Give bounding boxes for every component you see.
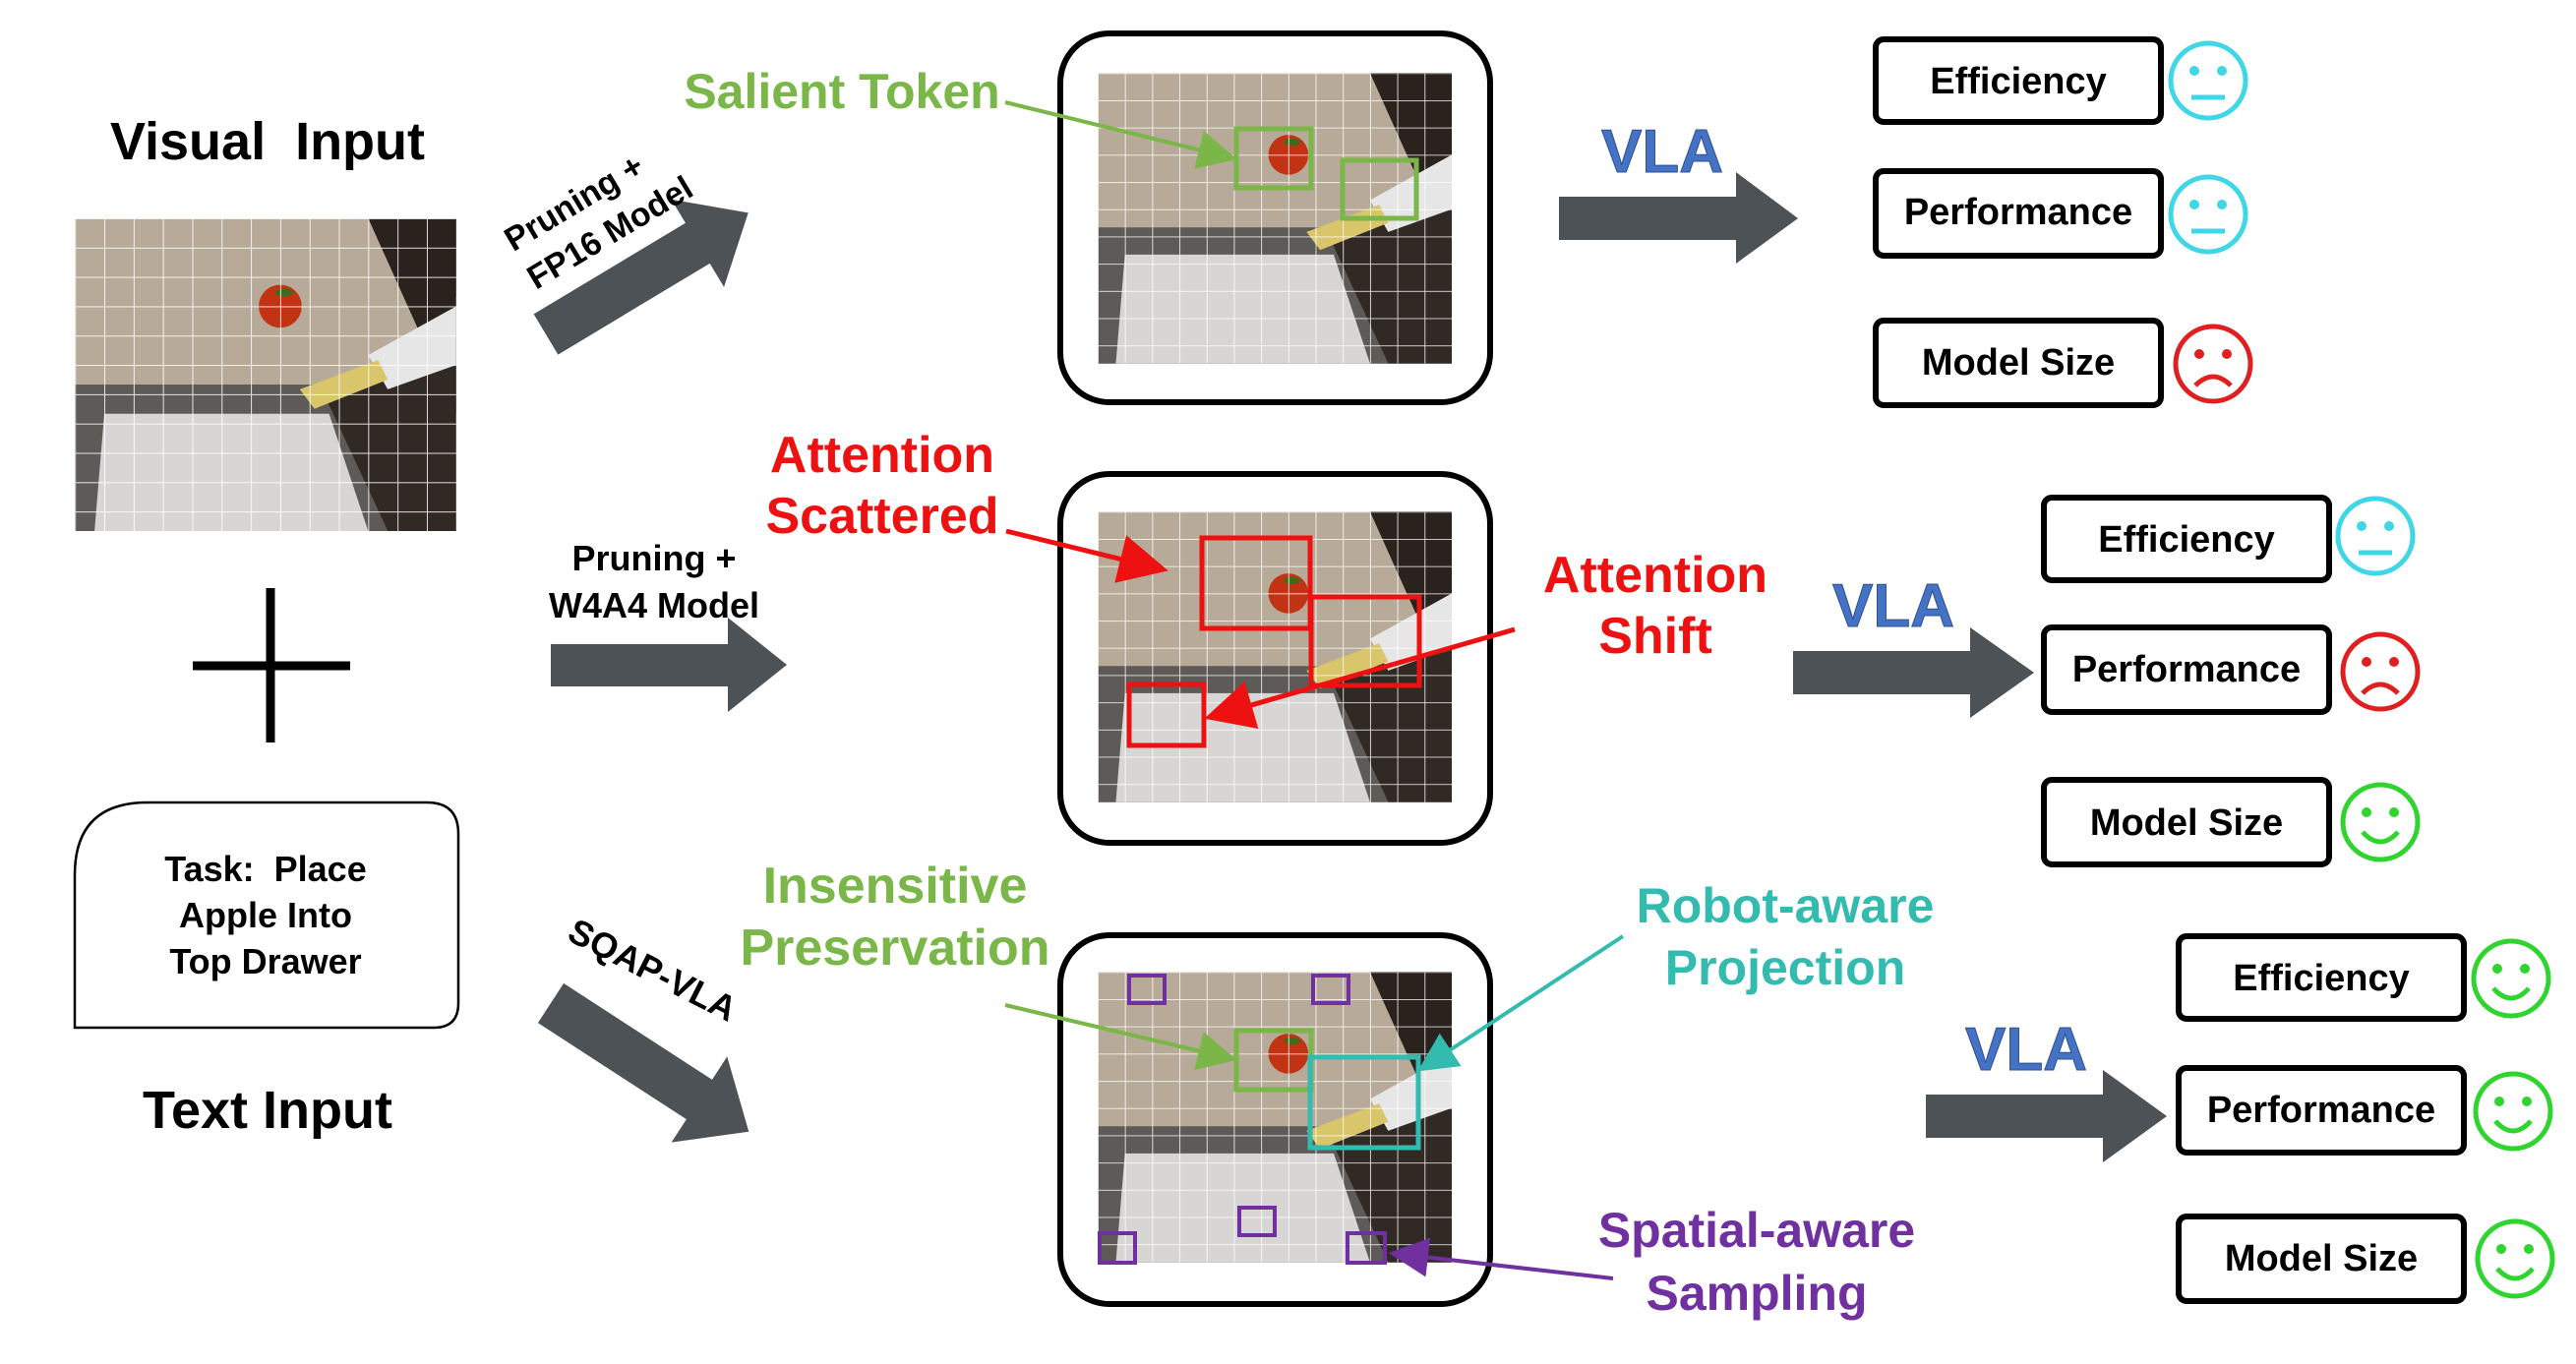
row1-method-arrow: [533, 199, 749, 355]
row1-model-size-box: [1873, 318, 2164, 408]
row1-salient-box-gripper: [1340, 157, 1419, 221]
row1-vla-arrow: [1559, 172, 1798, 264]
row2-attention-box-drawer: [1126, 682, 1207, 748]
row3-efficiency-label: Efficiency: [2233, 958, 2410, 999]
row3-robot-box-gripper: [1307, 1054, 1421, 1151]
row1-performance-box: [1873, 168, 2164, 259]
attention-scattered-line-1: Attention: [770, 427, 994, 484]
attention-scattered-pointer: [1005, 528, 1168, 583]
row2-vla-label: VLA: [1832, 572, 1954, 640]
row2-model-size-label: Model Size: [2090, 802, 2283, 844]
row2-method-arrow: [551, 618, 787, 712]
visual-input-label: Visual Input: [110, 112, 425, 171]
row1-efficiency-neutral-face-icon: [2168, 40, 2248, 121]
row3-vla-arrow: [1926, 1070, 2167, 1162]
row2-model-size-happy-face-icon: [2340, 782, 2421, 862]
row3-sample-box-2: [1311, 974, 1350, 1005]
attention-shift-line-2: Shift: [1598, 608, 1712, 665]
row3-efficiency-happy-face-icon: [2471, 938, 2551, 1019]
row2-performance-box: [2041, 624, 2332, 715]
row1-model-size-label: Model Size: [1922, 342, 2115, 384]
task-line-1: Task: Place: [164, 849, 366, 889]
row2-efficiency-label: Efficiency: [2098, 519, 2275, 561]
salient-token-label: Salient Token: [684, 64, 999, 119]
spatial-aware-sampling-line-1: Spatial-aware: [1598, 1203, 1915, 1258]
task-line-2: Apple Into: [179, 895, 352, 935]
row2-vla-arrow: [1793, 627, 2034, 718]
row2-performance-sad-face-icon: [2340, 631, 2421, 712]
row3-performance-box: [2176, 1065, 2467, 1156]
salient-token-pointer: [1004, 100, 1237, 169]
row3-performance-happy-face-icon: [2473, 1071, 2553, 1152]
task-card: [73, 801, 460, 1030]
row2-efficiency-box: [2041, 495, 2332, 583]
row1-vla-label: VLA: [1601, 118, 1723, 186]
row2-method-line-2: W4A4 Model: [549, 585, 759, 625]
spatial-aware-sampling-pointer: [1389, 1237, 1614, 1280]
row3-performance-label: Performance: [2207, 1090, 2435, 1131]
insensitive-preservation-pointer: [1004, 1003, 1237, 1071]
row3-vla-label: VLA: [1965, 1016, 2087, 1084]
row1-performance-neutral-face-icon: [2168, 174, 2248, 255]
attention-scattered-line-2: Scattered: [766, 488, 999, 545]
row2-method-line-1: Pruning +: [571, 538, 736, 578]
robot-aware-projection-line-2: Projection: [1665, 940, 1905, 995]
row2-attention-box-apple: [1199, 535, 1313, 631]
row3-sample-box-1: [1127, 974, 1167, 1005]
insensitive-preservation-line-1: Insensitive: [763, 858, 1028, 915]
row1-model-size-sad-face-icon: [2173, 324, 2253, 404]
robot-aware-projection-pointer: [1417, 934, 1625, 1072]
robot-aware-projection-line-1: Robot-aware: [1637, 878, 1935, 933]
row3-method-arrow: [537, 982, 749, 1143]
plus-icon: [193, 588, 350, 742]
row3-efficiency-box: [2176, 933, 2467, 1022]
row3-sample-box-3: [1237, 1206, 1277, 1237]
row2-scene-image: [1098, 511, 1452, 802]
attention-shift-line-1: Attention: [1543, 547, 1767, 604]
row3-model-size-happy-face-icon: [2475, 1218, 2555, 1299]
insensitive-preservation-line-2: Preservation: [740, 919, 1049, 977]
row1-performance-label: Performance: [1904, 192, 2132, 233]
row3-sample-box-4: [1098, 1231, 1137, 1265]
row1-efficiency-label: Efficiency: [1930, 61, 2107, 102]
row2-attention-box-gripper: [1308, 594, 1422, 688]
task-line-3: Top Drawer: [169, 941, 361, 981]
row2-efficiency-neutral-face-icon: [2335, 496, 2416, 576]
text-input-label: Text Input: [143, 1081, 392, 1140]
row2-model-size-box: [2041, 777, 2332, 867]
visual-input-image: [75, 218, 456, 531]
row2-performance-label: Performance: [2072, 649, 2301, 690]
row3-sample-box-5: [1346, 1231, 1387, 1265]
spatial-aware-sampling-line-2: Sampling: [1646, 1266, 1867, 1321]
attention-shift-pointer: [1204, 626, 1516, 729]
row3-model-size-label: Model Size: [2225, 1238, 2418, 1279]
row3-model-size-box: [2176, 1214, 2467, 1304]
row1-efficiency-box: [1873, 36, 2164, 125]
